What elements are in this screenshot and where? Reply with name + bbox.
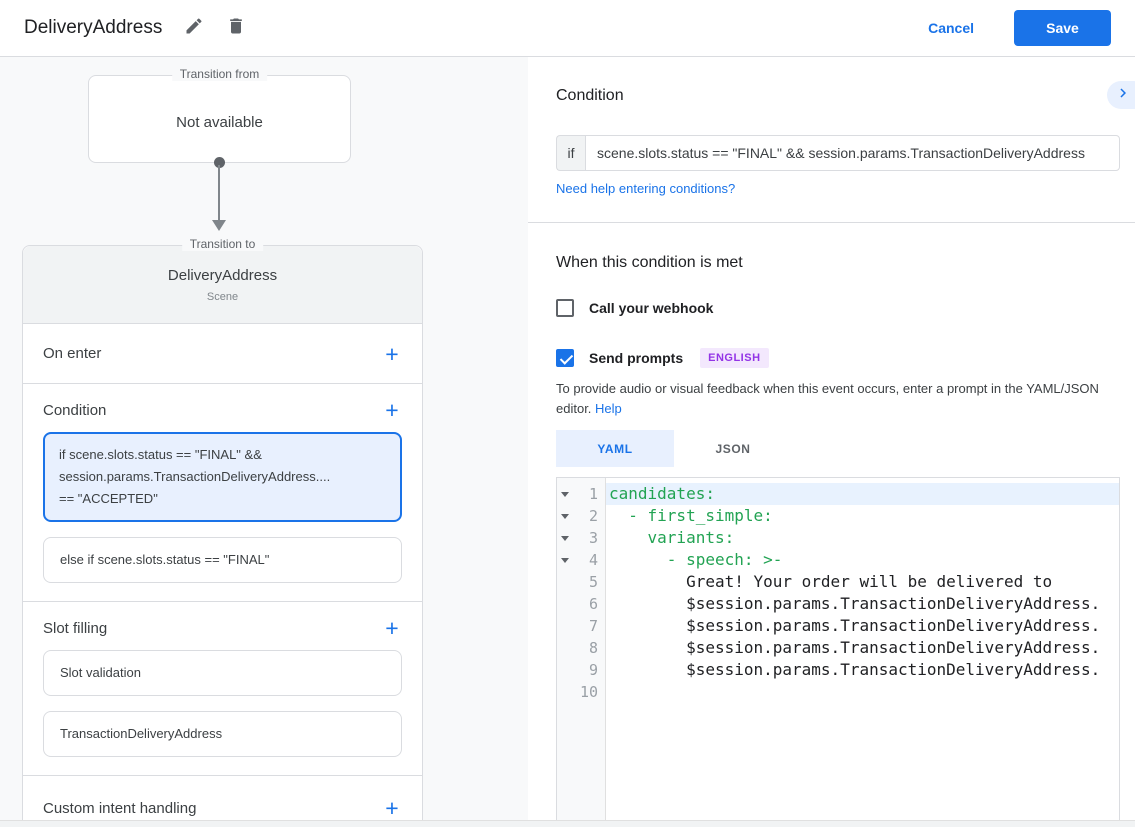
if-prefix: if	[556, 135, 585, 171]
save-button[interactable]: Save	[1014, 10, 1111, 46]
code-line: 5 Great! Your order will be delivered to	[557, 571, 1119, 593]
slot-filling-section-header: Slot filling	[43, 614, 402, 642]
code-line: 4 - speech: >-	[557, 549, 1119, 571]
webhook-label: Call your webhook	[589, 300, 714, 316]
condition-section: Condition if scene.slots.status == "FINA…	[23, 384, 422, 602]
code-text: - speech: >-	[609, 550, 783, 569]
condition-expression-input[interactable]: scene.slots.status == "FINAL" && session…	[585, 135, 1120, 171]
connector-dot	[214, 157, 225, 168]
line-number: 6	[588, 595, 598, 613]
code-text	[606, 681, 1119, 703]
webhook-row: Call your webhook	[556, 299, 713, 317]
condition-help-link[interactable]: Need help entering conditions?	[556, 181, 736, 196]
pencil-icon	[184, 16, 204, 41]
scene-flow-panel: Transition from Not available Transition…	[0, 57, 528, 820]
fold-arrow-icon[interactable]	[561, 536, 569, 541]
prompts-description: To provide audio or visual feedback when…	[556, 379, 1135, 419]
transition-from-value: Not available	[176, 114, 263, 131]
code-text: $session.params.TransactionDeliveryAddre…	[609, 594, 1101, 613]
collapse-panel-button[interactable]	[1107, 81, 1135, 109]
scene-header: DeliveryAddress Scene	[23, 246, 422, 324]
custom-intent-row: Custom intent handling	[23, 776, 422, 820]
help-link[interactable]: Help	[595, 401, 622, 416]
yaml-code-editor[interactable]: 1 candidates: 2 - first_simple: 3 varian…	[556, 477, 1120, 820]
code-text: - first_simple:	[609, 506, 773, 525]
editor-format-tabs: YAML JSON	[556, 430, 792, 467]
on-enter-row: On enter	[23, 324, 422, 384]
on-enter-label: On enter	[43, 345, 102, 362]
slot-card[interactable]: TransactionDeliveryAddress	[43, 711, 402, 757]
line-number: 5	[588, 573, 598, 591]
line-number: 8	[588, 639, 598, 657]
code-line: 6 $session.params.TransactionDeliveryAdd…	[557, 593, 1119, 615]
slot-filling-section: Slot filling Slot validation Transaction…	[23, 602, 422, 776]
editor-lines: 1 candidates: 2 - first_simple: 3 varian…	[557, 483, 1119, 703]
tab-json[interactable]: JSON	[715, 441, 751, 456]
fold-arrow-icon[interactable]	[561, 558, 569, 563]
editor-gutter	[557, 478, 606, 820]
code-text: $session.params.TransactionDeliveryAddre…	[609, 616, 1101, 635]
code-line: 1 candidates:	[557, 483, 1119, 505]
page-title: DeliveryAddress	[24, 17, 163, 38]
line-number: 7	[588, 617, 598, 635]
chevron-right-icon	[1114, 84, 1132, 107]
transition-from-box: Transition from Not available	[88, 67, 351, 163]
transition-to-card: Transition to DeliveryAddress Scene On e…	[22, 237, 423, 820]
when-met-title: When this condition is met	[556, 254, 743, 271]
connector-line	[218, 165, 220, 222]
horizontal-scrollbar[interactable]	[0, 820, 1135, 827]
condition-section-label: Condition	[43, 401, 107, 419]
trash-icon	[226, 16, 246, 41]
cancel-button[interactable]: Cancel	[928, 20, 974, 36]
app-header: DeliveryAddress Cancel Save	[0, 0, 1135, 57]
code-line: 10	[557, 681, 1119, 703]
condition-detail-panel: Condition if scene.slots.status == "FINA…	[528, 57, 1135, 820]
line-number: 1	[588, 485, 598, 503]
send-prompts-label: Send prompts	[589, 350, 684, 366]
connector-arrowhead-icon	[212, 220, 226, 231]
delete-scene-button[interactable]	[226, 16, 246, 41]
line-number: 4	[588, 551, 598, 569]
code-line: 3 variants:	[557, 527, 1119, 549]
send-prompts-row: Send prompts ENGLISH	[556, 348, 769, 368]
condition-panel-title: Condition	[556, 87, 624, 104]
condition-expression-row: if scene.slots.status == "FINAL" && sess…	[556, 135, 1120, 171]
fold-arrow-icon[interactable]	[561, 514, 569, 519]
line-number: 3	[588, 529, 598, 547]
code-text: Great! Your order will be delivered to	[609, 572, 1053, 591]
line-number: 10	[579, 683, 598, 701]
code-line: 8 $session.params.TransactionDeliveryAdd…	[557, 637, 1119, 659]
code-text: variants:	[609, 528, 735, 547]
code-text: $session.params.TransactionDeliveryAddre…	[609, 638, 1101, 657]
slot-filling-label: Slot filling	[43, 619, 108, 637]
add-on-enter-button[interactable]	[382, 344, 402, 364]
code-text: candidates:	[606, 483, 1119, 505]
line-number: 2	[588, 507, 598, 525]
code-line: 2 - first_simple:	[557, 505, 1119, 527]
code-line: 9 $session.params.TransactionDeliveryAdd…	[557, 659, 1119, 681]
scene-type: Scene	[206, 291, 239, 303]
code-text: $session.params.TransactionDeliveryAddre…	[609, 660, 1101, 679]
custom-intent-label: Custom intent handling	[43, 799, 197, 817]
language-badge: ENGLISH	[700, 348, 769, 368]
tab-yaml[interactable]: YAML	[556, 430, 674, 467]
line-number: 9	[588, 661, 598, 679]
prompts-description-text: To provide audio or visual feedback when…	[556, 381, 1099, 416]
condition-card[interactable]: else if scene.slots.status == "FINAL"	[43, 537, 402, 583]
edit-scene-button[interactable]	[184, 16, 204, 41]
scene-name: DeliveryAddress	[167, 267, 278, 284]
section-divider	[528, 222, 1135, 223]
webhook-checkbox[interactable]	[556, 299, 574, 317]
fold-arrow-icon[interactable]	[561, 492, 569, 497]
code-line: 7 $session.params.TransactionDeliveryAdd…	[557, 615, 1119, 637]
slot-validation-card[interactable]: Slot validation	[43, 650, 402, 696]
send-prompts-checkbox[interactable]	[556, 349, 574, 367]
add-condition-button[interactable]	[382, 400, 402, 420]
transition-to-label: Transition to	[181, 237, 264, 251]
condition-section-header: Condition	[43, 396, 402, 424]
add-slot-button[interactable]	[382, 618, 402, 638]
transition-from-label: Transition from	[171, 67, 268, 81]
condition-card-selected[interactable]: if scene.slots.status == "FINAL" && sess…	[43, 432, 402, 522]
add-custom-intent-button[interactable]	[382, 798, 402, 818]
